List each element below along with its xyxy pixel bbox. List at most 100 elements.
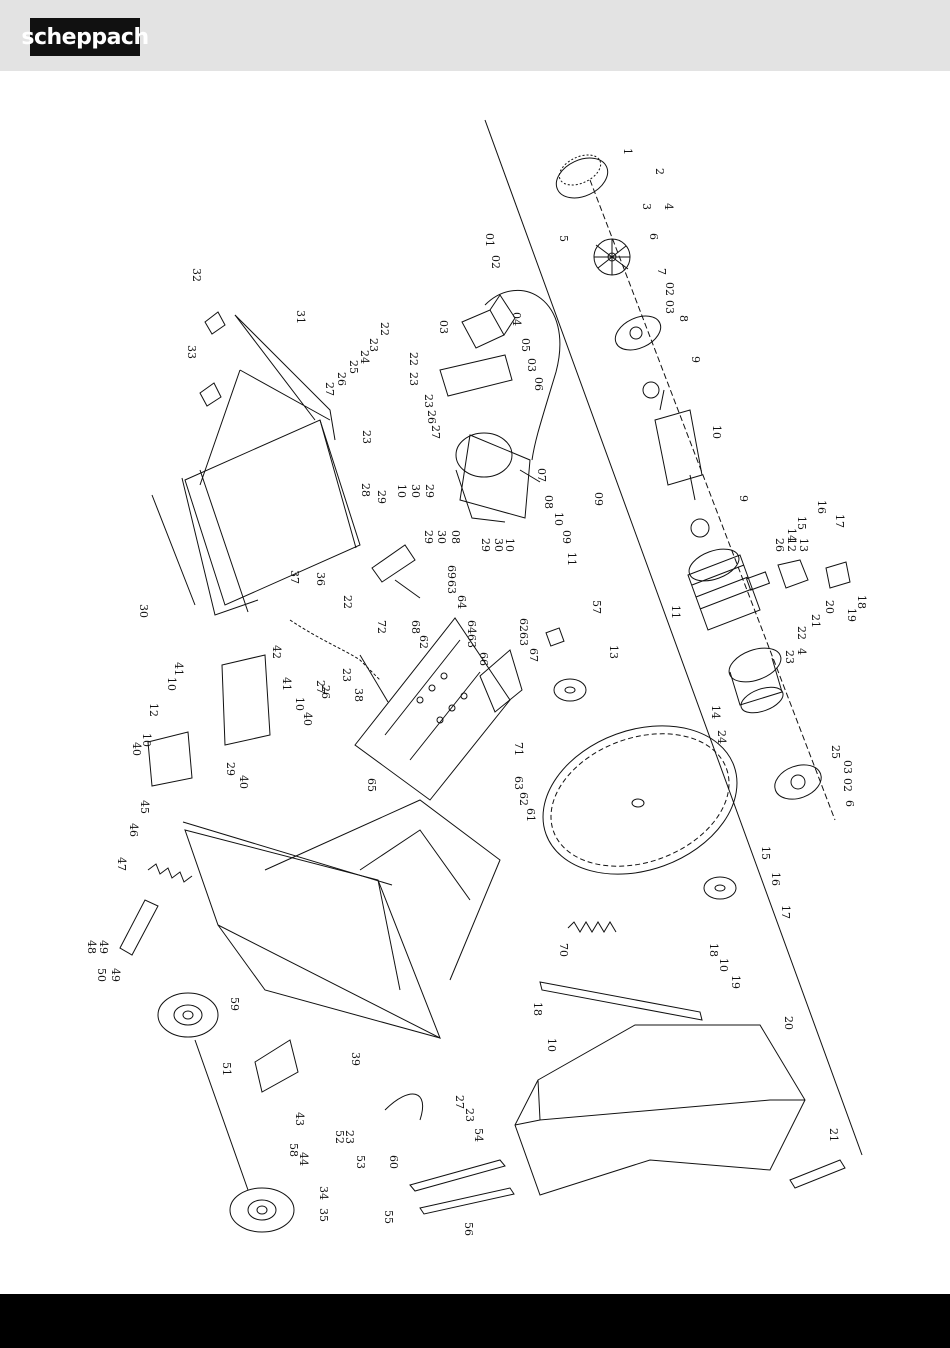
callout-label: 48 — [85, 940, 98, 954]
callout-label: 51 — [220, 1062, 233, 1076]
callout-label: 54 — [472, 1128, 485, 1142]
fan-part — [593, 238, 631, 276]
callout-label: 23 — [367, 338, 380, 352]
callout-label: 71 — [512, 742, 525, 756]
callout-label: 30 — [137, 604, 150, 618]
callout-label: 38 — [352, 688, 365, 702]
header-bar: scheppach — [0, 0, 950, 71]
callout-label: 43 — [293, 1112, 306, 1126]
wheel-part-44 — [229, 1187, 295, 1233]
callout-label: 63 — [445, 580, 458, 594]
callout-label: 23 — [422, 394, 435, 408]
callout-label: 8 — [677, 315, 690, 322]
callout-label: 02 — [489, 255, 502, 269]
callout-label: 16 — [815, 500, 828, 514]
callout-label: 26 — [319, 685, 332, 699]
callout-label: 10 — [552, 512, 565, 526]
rail-part-55 — [409, 1159, 506, 1192]
strip-part — [789, 1159, 846, 1189]
callout-label: 10 — [503, 538, 516, 552]
callout-label: 22 — [341, 595, 354, 609]
blade-guard-part — [514, 1024, 806, 1196]
callout-label: 24 — [358, 350, 371, 364]
callout-label: 40 — [301, 712, 314, 726]
callout-label: 10 — [710, 425, 723, 439]
footer-bar — [0, 1294, 950, 1348]
callout-label: 02 — [841, 778, 854, 792]
callout-label: 30 — [435, 530, 448, 544]
callout-label: 27 — [453, 1095, 466, 1109]
spacer-part — [545, 627, 565, 647]
power-cable-part — [484, 289, 561, 461]
motor-plate-part — [439, 354, 513, 397]
callout-label: 34 — [317, 1186, 330, 1200]
flange-part — [553, 678, 737, 900]
callout-label: 67 — [527, 648, 540, 662]
callout-label: 24 — [715, 730, 728, 744]
spring-part — [147, 863, 193, 883]
callout-label: 49 — [97, 940, 110, 954]
callout-label: 6 — [647, 233, 660, 240]
callout-label: 11 — [565, 552, 578, 566]
callout-label: 65 — [365, 778, 378, 792]
callout-label: 14 — [709, 705, 722, 719]
switch-box-part — [461, 294, 516, 349]
callout-label: 68 — [409, 620, 422, 634]
callout-label: 22 — [407, 352, 420, 366]
callout-label: 57 — [590, 600, 603, 614]
callout-label: 29 — [479, 538, 492, 552]
callout-label: 40 — [237, 775, 250, 789]
callout-label: 05 — [519, 338, 532, 352]
callout-label: 41 — [172, 662, 185, 676]
callout-label: 31 — [294, 310, 307, 324]
lever-part — [384, 1093, 424, 1121]
callout-label: 02 — [663, 282, 676, 296]
callout-label: 25 — [829, 745, 842, 759]
section-divider-line — [484, 119, 863, 1156]
scheppach-logo: scheppach — [21, 18, 149, 56]
callout-label: 69 — [445, 565, 458, 579]
callout-label: 9 — [737, 495, 750, 502]
callout-label: 56 — [462, 1222, 475, 1236]
end-shield-part — [774, 764, 822, 800]
callout-label: 63 — [517, 632, 530, 646]
callout-label: 35 — [317, 1208, 330, 1222]
callout-label: 19 — [729, 975, 742, 989]
callout-label: 10 — [395, 484, 408, 498]
guard-piece-part — [479, 649, 523, 713]
callout-label: 18 — [855, 595, 868, 609]
wheel-part-59 — [157, 992, 219, 1038]
callout-label: 10 — [140, 733, 153, 747]
callout-label: 64 — [465, 620, 478, 634]
rocking-table-part — [354, 617, 511, 801]
rail-part-56 — [419, 1187, 515, 1215]
callout-label: 45 — [138, 800, 151, 814]
callout-label: 19 — [845, 608, 858, 622]
callout-label: 55 — [382, 1210, 395, 1224]
callout-label: 06 — [532, 377, 545, 391]
callout-label: 32 — [190, 268, 203, 282]
motor-axis-line — [589, 179, 836, 821]
callout-label: 23 — [360, 430, 373, 444]
callout-label: 60 — [387, 1155, 400, 1169]
callout-label: 63 — [465, 634, 478, 648]
callout-label: 22 — [795, 626, 808, 640]
callout-label: 28 — [359, 483, 372, 497]
callout-label: 27 — [323, 382, 336, 396]
winding-part — [728, 647, 784, 714]
callout-label: 3 — [640, 203, 653, 210]
callout-label: 29 — [422, 530, 435, 544]
callout-label: 07 — [535, 468, 548, 482]
sliding-table-part — [182, 799, 501, 1040]
stator-housing-part — [687, 548, 761, 631]
callout-label: 4 — [662, 203, 675, 210]
rod-part — [359, 654, 389, 703]
washer-part-2 — [690, 518, 710, 538]
pipe-part — [119, 899, 159, 956]
callout-label: 26 — [773, 538, 786, 552]
callout-label: 09 — [560, 530, 573, 544]
callout-label: 46 — [127, 823, 140, 837]
fan-cover-part — [555, 154, 609, 199]
callout-label: 53 — [354, 1155, 367, 1169]
callout-label: 03 — [663, 300, 676, 314]
